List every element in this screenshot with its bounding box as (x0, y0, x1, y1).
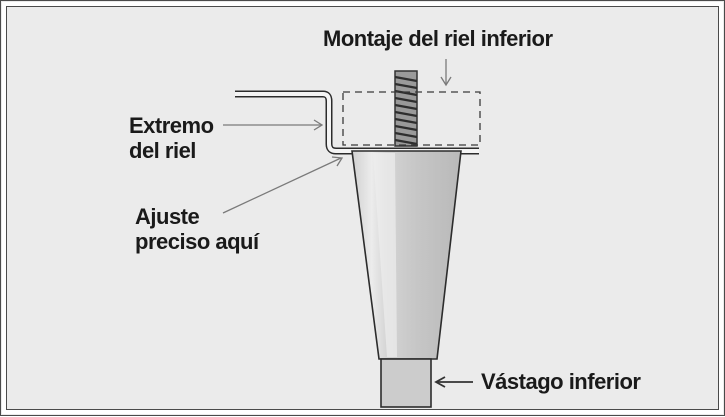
leg-highlight (373, 153, 397, 357)
adjust-leader-arrow (331, 156, 344, 167)
stem-leader-arrow (434, 376, 446, 388)
leg-body (351, 150, 462, 360)
label-rail-end-line1: Extremo (129, 113, 214, 138)
diagram-inner-border (6, 6, 719, 410)
label-rail-end: Extremo del riel (129, 113, 214, 164)
threaded-screw (394, 70, 418, 147)
label-fine-adjust-line1: Ajuste (135, 204, 200, 229)
label-lower-stem: Vástago inferior (481, 369, 641, 394)
rail-end-bracket (235, 90, 479, 155)
rail-end-leader-arrow (313, 119, 324, 131)
lower-stem (380, 358, 432, 408)
mount-leader-arrow (440, 76, 452, 87)
label-lower-rail-mount: Montaje del riel inferior (323, 26, 553, 51)
label-rail-end-line2: del riel (129, 138, 196, 164)
label-fine-adjust-line2: preciso aquí (135, 229, 259, 255)
adjust-leader-line (222, 157, 342, 214)
label-fine-adjust: Ajuste preciso aquí (135, 204, 259, 255)
rail-mount-outline (342, 91, 481, 146)
